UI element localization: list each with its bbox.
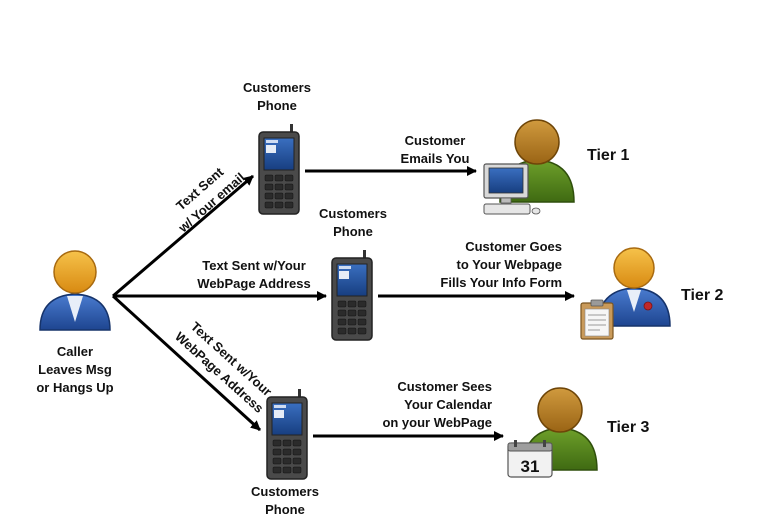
phone-bottom-label: Customers Phone xyxy=(240,483,330,519)
tier3-label: Tier 3 xyxy=(607,419,650,436)
phone-icon-bottom xyxy=(266,389,308,480)
edge-label-tier2-line-2: to Your Webpage xyxy=(456,257,562,272)
edge-label-tier1-line-2: Emails You xyxy=(400,151,470,166)
caller-label: Caller Leaves Msg or Hangs Up xyxy=(34,343,116,397)
phone-icon-top xyxy=(258,124,300,215)
phone-bottom-label-line-2: Phone xyxy=(265,502,305,517)
edge-label-caller-to-middle-line-1: Text Sent w/Your xyxy=(202,258,306,273)
clipboard-icon xyxy=(580,299,614,340)
edge-label-caller-to-middle: Text Sent w/Your WebPage Address xyxy=(186,257,322,293)
calendar-day-number: 31 xyxy=(521,457,540,476)
tier2-label: Tier 2 xyxy=(681,287,724,304)
computer-icon xyxy=(483,163,541,215)
phone-icon-middle xyxy=(331,250,373,341)
phone-middle-label: Customers Phone xyxy=(308,205,398,241)
arrows xyxy=(111,166,575,441)
edge-label-tier3: Customer Sees Your Calendar on your WebP… xyxy=(360,378,492,432)
edge-label-tier2-line-1: Customer Goes xyxy=(465,239,562,254)
edge-label-caller-to-middle-line-2: WebPage Address xyxy=(197,276,311,291)
edge-label-tier1-line-1: Customer xyxy=(404,133,466,148)
arrow-caller-to-top-phone xyxy=(112,174,254,298)
edge-label-tier3-line-3: on your WebPage xyxy=(382,415,492,430)
edge-label-tier2-line-3: Fills Your Info Form xyxy=(440,275,562,290)
tier2-customer-icon xyxy=(597,247,671,327)
edge-label-tier3-line-2: Your Calendar xyxy=(404,397,492,412)
caller-label-line-3: or Hangs Up xyxy=(36,380,114,395)
caller-person-icon xyxy=(39,250,111,331)
phone-top-label-line-1: Customers xyxy=(243,80,311,95)
phone-middle-label-line-2: Phone xyxy=(333,224,373,239)
caller-label-line-1: Caller xyxy=(56,344,94,359)
tier1-label: Tier 1 xyxy=(587,147,630,164)
phone-bottom-label-line-1: Customers xyxy=(251,484,319,499)
phone-middle-label-line-1: Customers xyxy=(319,206,387,221)
edge-label-tier1: Customer Emails You xyxy=(380,132,490,168)
edge-label-tier2: Customer Goes to Your Webpage Fills Your… xyxy=(410,238,562,292)
edge-label-tier3-line-1: Customer Sees xyxy=(397,379,492,394)
caller-label-line-2: Leaves Msg xyxy=(38,362,112,377)
phone-top-label-line-2: Phone xyxy=(257,98,297,113)
calendar-icon: 31 xyxy=(507,440,553,478)
phone-top-label: Customers Phone xyxy=(232,79,322,115)
arrow-caller-to-bottom-phone xyxy=(111,294,262,432)
